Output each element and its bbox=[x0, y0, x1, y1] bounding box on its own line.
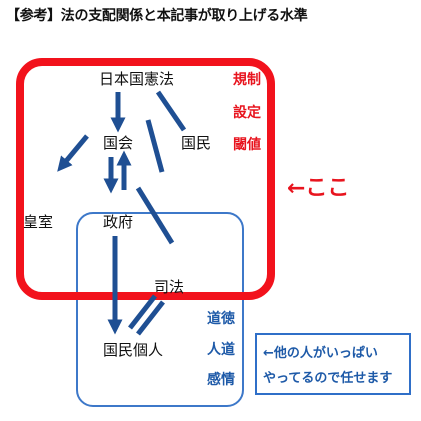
node-constitution: 日本国憲法 bbox=[99, 70, 175, 88]
line-judiciary-to-diet bbox=[145, 119, 165, 173]
line-people-to-constitution bbox=[155, 90, 187, 132]
regulation-frame bbox=[16, 58, 275, 300]
node-individuals: 国民個人 bbox=[103, 341, 164, 359]
label-humanity: 人道 bbox=[207, 342, 235, 358]
label-morality: 道徳 bbox=[207, 311, 235, 327]
node-government: 政府 bbox=[103, 213, 134, 231]
here-annotation: ←ここ bbox=[287, 176, 350, 201]
line-government-to-judiciary bbox=[135, 186, 175, 245]
node-diet: 国会 bbox=[103, 134, 134, 152]
note-line-1: ←他の人がいっぱい bbox=[263, 346, 378, 361]
node-emperor: 皇室 bbox=[23, 213, 54, 231]
node-people: 国民 bbox=[181, 134, 212, 152]
note-line-2: やってるので任せます bbox=[263, 371, 393, 386]
line-judiciary-to-individuals-b bbox=[136, 300, 165, 336]
diagram-title: 【参考】法の支配関係と本記事が取り上げる水準 bbox=[6, 8, 308, 24]
label-threshold: 閾値 bbox=[233, 137, 261, 153]
arrow-diet-to-emperor bbox=[57, 134, 89, 172]
label-emotion: 感情 bbox=[207, 372, 235, 388]
line-judiciary-to-individuals-a bbox=[128, 294, 157, 330]
note-box: ←他の人がいっぱい やってるので任せます bbox=[255, 333, 411, 395]
label-setting: 設定 bbox=[233, 105, 261, 121]
label-regulation: 規制 bbox=[233, 72, 261, 88]
morality-frame bbox=[76, 212, 244, 407]
node-judiciary: 司法 bbox=[154, 278, 185, 296]
